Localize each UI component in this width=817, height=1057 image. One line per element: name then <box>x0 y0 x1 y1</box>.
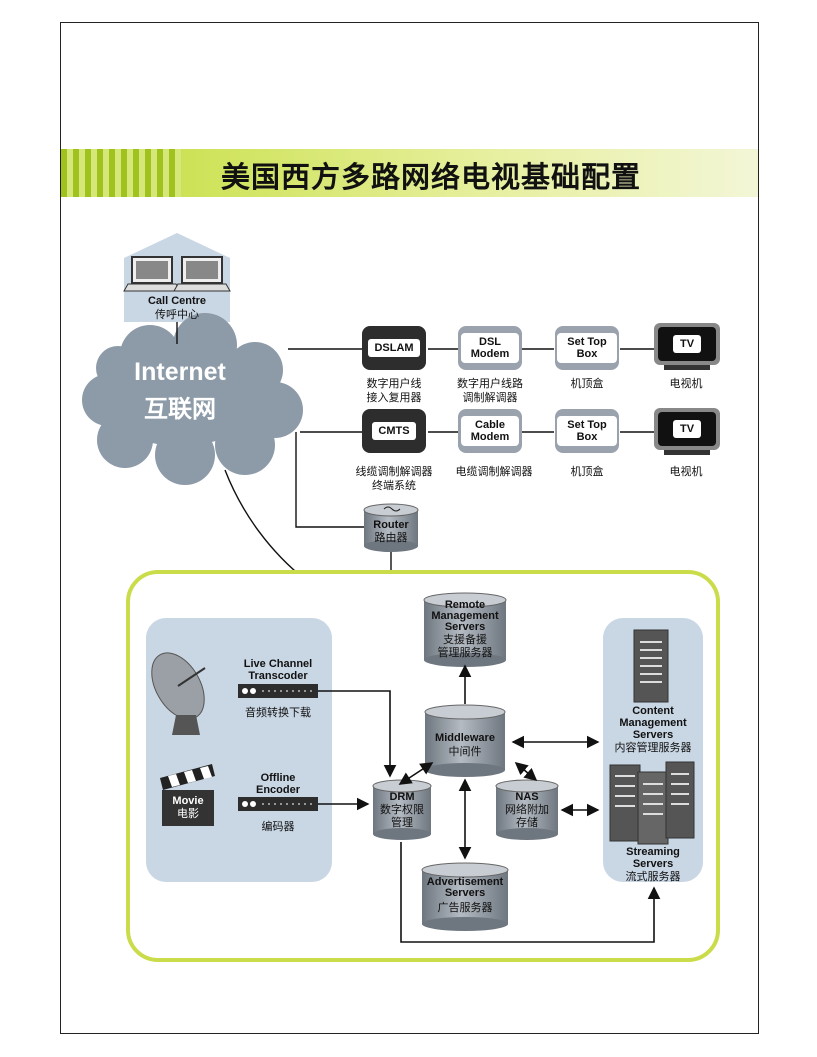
dsl-tv-caption: 电视机 <box>669 377 703 390</box>
remote-mgmt-label-2: Management <box>431 610 499 622</box>
transcoder-device <box>238 684 318 698</box>
page-title: 美国西方多路网络电视基础配置 <box>221 160 642 194</box>
cmts-box: CMTS <box>362 409 426 453</box>
remote-mgmt-cylinder <box>423 592 507 667</box>
cable-tv-label: TV <box>672 420 702 438</box>
content-mgmt-label-3: Servers <box>632 729 674 741</box>
movie-label-zh: 电影 <box>177 807 199 820</box>
live-channel-label-1: Live Channel <box>243 658 313 670</box>
router-label: Router <box>373 519 409 531</box>
cable-modem-caption: 电缆调制解调器 <box>455 465 533 478</box>
call-centre-label-zh: 传呼中心 <box>155 308 199 321</box>
remote-mgmt-label-zh2: 管理服务器 <box>437 646 493 659</box>
movie-label: Movie <box>172 795 204 807</box>
router-label-zh: 路由器 <box>374 531 408 544</box>
dsl-tv-screen: TV <box>658 327 716 361</box>
laptop-icon <box>123 256 181 292</box>
dsl-modem-caption-1: 数字用户线路 <box>457 377 523 390</box>
dsl-tv-icon: TV <box>654 323 720 371</box>
dslam-box: DSLAM <box>362 326 426 370</box>
dslam-label: DSLAM <box>368 339 420 357</box>
internet-label-zh: 互联网 <box>144 395 216 423</box>
nas-label-zh2: 存储 <box>516 816 538 829</box>
dsl-tv-label: TV <box>672 335 702 353</box>
encoder-device <box>238 797 318 811</box>
laptop-icon <box>173 256 231 292</box>
router-arrows-icon <box>383 506 401 512</box>
cable-stb-caption: 机顶盒 <box>570 465 604 478</box>
drm-label-zh2: 管理 <box>391 816 413 829</box>
live-channel-label-2: Transcoder <box>248 670 308 682</box>
nas-label-zh1: 网络附加 <box>505 803 549 816</box>
cable-modem-label-line2: Modem <box>465 428 515 446</box>
middleware-label-zh: 中间件 <box>448 745 482 758</box>
middleware-cylinder <box>424 704 506 777</box>
dsl-stb-caption: 机顶盒 <box>570 377 604 390</box>
advertisement-label-2: Servers <box>444 887 486 899</box>
content-mgmt-caption: 内容管理服务器 <box>614 741 692 754</box>
banner-stripes <box>61 149 181 197</box>
title-banner <box>61 149 758 197</box>
call-centre-label: Call Centre <box>147 295 207 307</box>
streaming-caption: 流式服务器 <box>625 870 681 883</box>
cmts-caption-2: 终端系统 <box>372 479 416 492</box>
cmts-label: CMTS <box>372 422 416 440</box>
streaming-label-2: Servers <box>632 858 674 870</box>
internet-label: Internet <box>134 358 226 386</box>
dslam-caption-1: 数字用户线 <box>366 377 422 390</box>
drm-cylinder <box>372 779 432 840</box>
middleware-label: Middleware <box>435 732 495 744</box>
remote-mgmt-label-1: Remote <box>444 599 486 611</box>
internet-cloud <box>82 313 303 485</box>
advertisement-cylinder <box>421 862 509 931</box>
headend-connections <box>318 664 661 943</box>
advertisement-label-1: Advertisement <box>426 876 504 888</box>
router-cylinder <box>363 503 419 552</box>
clapperboard-icon <box>160 764 215 826</box>
offline-encoder-label-1: Offline <box>260 772 296 784</box>
advertisement-label-zh: 广告服务器 <box>437 901 493 914</box>
cmts-caption-1: 线缆调制解调器 <box>355 465 433 478</box>
cable-tv-caption: 电视机 <box>669 465 703 478</box>
remote-mgmt-label-zh1: 支援备援 <box>443 633 487 646</box>
remote-mgmt-label-3: Servers <box>444 621 486 633</box>
offline-encoder-caption: 编码器 <box>261 820 295 833</box>
dsl-modem-caption-2: 调制解调器 <box>462 391 518 404</box>
cable-stb-label-line2: Box <box>571 428 603 446</box>
satellite-dish-icon <box>151 652 206 735</box>
call-centre-house <box>123 233 231 322</box>
offline-encoder-label-2: Encoder <box>255 784 301 796</box>
cable-tv-screen: TV <box>658 412 716 446</box>
dslam-caption-2: 接入复用器 <box>366 391 422 404</box>
drm-label-zh1: 数字权限 <box>380 803 424 816</box>
content-mgmt-label-2: Management <box>619 717 687 729</box>
nas-cylinder <box>495 779 559 840</box>
live-channel-caption: 音频转换下载 <box>245 706 311 719</box>
dsl-modem-label-line2: Modem <box>465 345 515 363</box>
streaming-server-icon <box>609 761 695 845</box>
streaming-label-1: Streaming <box>626 846 680 858</box>
nas-label: NAS <box>515 791 539 803</box>
content-server-icon <box>633 629 669 703</box>
dsl-stb-label-line2: Box <box>571 345 603 363</box>
cable-tv-icon: TV <box>654 408 720 456</box>
content-mgmt-label-1: Content <box>632 705 674 717</box>
drm-label: DRM <box>389 791 415 803</box>
